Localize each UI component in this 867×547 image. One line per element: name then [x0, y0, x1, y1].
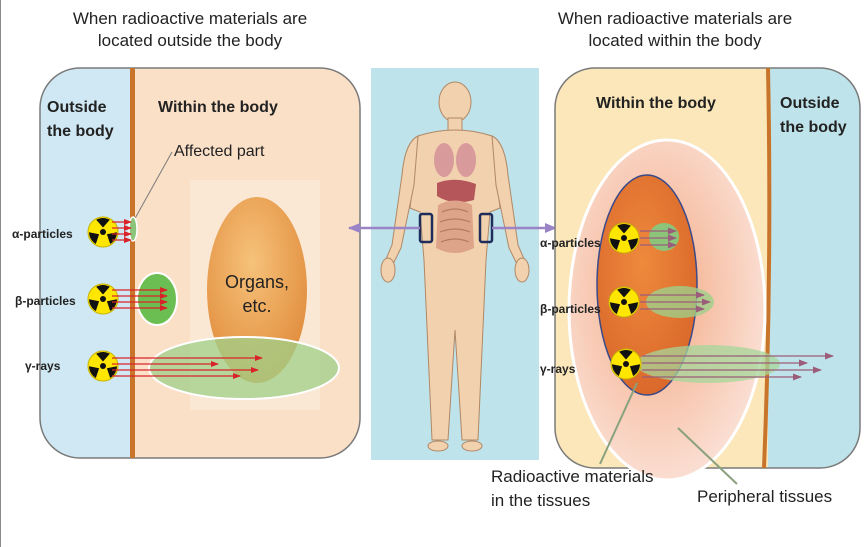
radioactive-callout-line-1: Radioactive materials [491, 467, 654, 486]
right-alpha-label: α-particles [540, 236, 601, 250]
human-body-illustration [349, 68, 556, 460]
right-outside-label-2: the body [780, 119, 847, 136]
affected-part-marker [129, 217, 137, 241]
radiation-source-icon [609, 287, 640, 317]
left-outside-label-2: the body [47, 123, 114, 140]
right-within-label: Within the body [596, 95, 716, 112]
left-body-surface [130, 68, 135, 458]
left-alpha-label: α-particles [12, 227, 73, 241]
affected-part-label: Affected part [174, 143, 265, 160]
left-within-label: Within the body [158, 99, 278, 116]
radiation-source-icon [609, 223, 640, 253]
beta-absorption-zone [137, 273, 177, 325]
radiation-source-icon [611, 349, 642, 379]
radiation-source-icon [88, 284, 119, 314]
right-beta-label: β-particles [540, 302, 601, 316]
peripheral-callout: Peripheral tissues [697, 487, 832, 506]
alpha-absorption-zone-right [649, 223, 679, 251]
left-outside-label-1: Outside [47, 99, 107, 116]
left-beta-label: β-particles [15, 294, 76, 308]
right-outside-label-1: Outside [780, 95, 840, 112]
organs-label-1: Organs, [225, 272, 289, 292]
left-gamma-label: γ-rays [25, 359, 61, 373]
organs-label-2: etc. [242, 296, 271, 316]
right-panel: Within the body Outside the body α-parti… [540, 68, 860, 480]
right-gamma-label: γ-rays [540, 362, 576, 376]
gamma-absorption-zone [149, 337, 339, 399]
left-panel: Outside the body Within the body Affecte… [12, 68, 360, 458]
radioactive-callout-line-2: in the tissues [491, 491, 590, 510]
